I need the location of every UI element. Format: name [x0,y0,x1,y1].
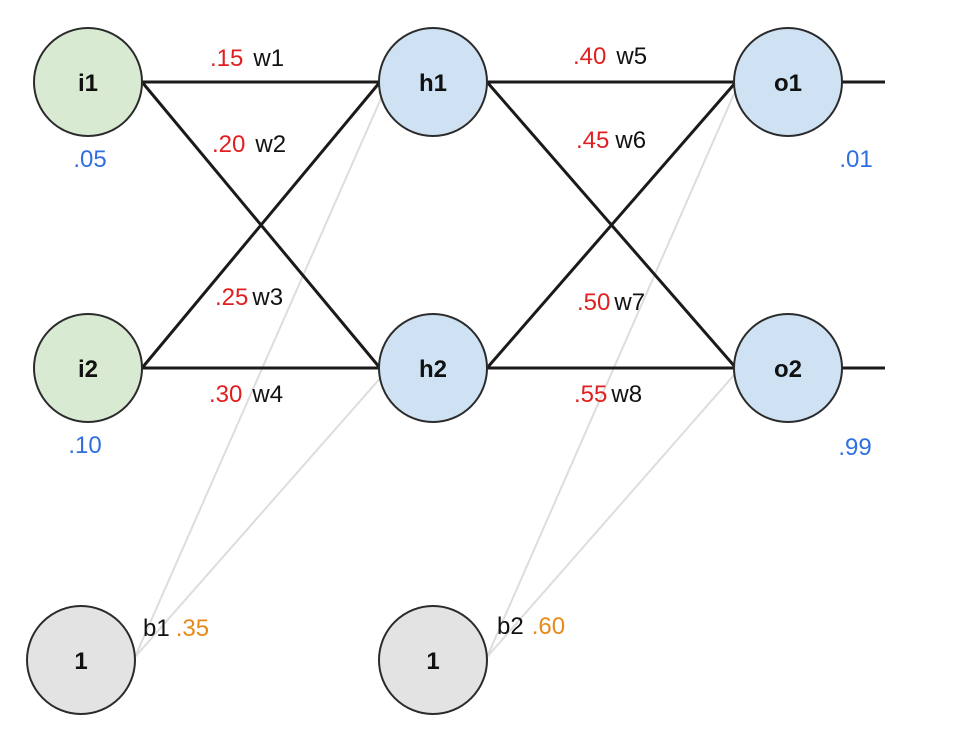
node-b2: 1 [378,605,488,715]
weight-name-w4: w4 [251,381,283,408]
node-b1: 1 [26,605,136,715]
weight-value-w1: .15 [210,45,243,72]
node-b2-circle [378,605,488,715]
node-h1-label: h1 [419,70,447,97]
node-b1-circle [26,605,136,715]
node-h1: h1 [378,27,488,137]
bias-value-b2: .60 [532,613,565,640]
weight-label-w5: .40 w5 [573,43,647,70]
bias-name-b2: b2 [497,613,524,640]
node-h1-circle [378,27,488,137]
edge-i2-h1 [140,81,382,369]
weight-value-w2: .20 [212,131,245,158]
bias-label-b2: b2 .60 [497,613,565,640]
weight-value-w8: .55 [574,381,607,408]
edge-b2-o1 [486,93,735,658]
weight-name-w8: w8 [610,381,642,408]
edge-b2-o2 [486,374,735,658]
node-h2: h2 [378,313,488,423]
node-b1-label: 1 [74,648,87,675]
weight-name-w3: w3 [251,284,283,311]
weight-value-w6: .45 [576,127,609,154]
weight-name-w7: w7 [613,289,645,316]
node-i2-circle [33,313,143,423]
weight-label-w4: .30 w4 [209,381,283,408]
weight-value-w5: .40 [573,43,606,70]
node-o1-circle [733,27,843,137]
edge-b1-h2 [134,374,384,658]
node-o2: o2 [733,313,843,423]
node-i1: i1 [33,27,143,137]
weight-value-w7: .50 [577,289,610,316]
weight-name-w1: w1 [252,45,284,72]
bias-value-b1: .35 [176,615,209,642]
weight-name-w5: w5 [615,43,647,70]
weight-label-w2: .20 w2 [212,131,286,158]
edge-h2-o1 [485,81,738,369]
node-i2: i2 [33,313,143,423]
weight-connections [140,80,885,370]
node-o2-label: o2 [774,356,802,383]
node-h2-label: h2 [419,356,447,383]
node-o1: o1 [733,27,843,137]
edge-b1-h1 [134,93,384,658]
bias-label-b1: b1.35 [143,615,209,642]
bias-connections [134,93,735,658]
node-i1-label: i1 [78,70,98,97]
weight-value-w3: .25 [215,284,248,311]
input-value-i2: .10 [68,432,101,459]
weight-name-w2: w2 [254,131,286,158]
node-b2-label: 1 [426,648,439,675]
node-o2-circle [733,313,843,423]
node-o1-label: o1 [774,70,802,97]
node-i2-label: i2 [78,356,98,383]
weight-value-w4: .30 [209,381,242,408]
weight-name-w6: w6 [614,127,646,154]
weight-label-w1: .15 w1 [210,45,284,72]
bias-name-b1: b1 [143,615,170,642]
target-value-o2: .99 [838,434,871,461]
node-i1-circle [33,27,143,137]
node-h2-circle [378,313,488,423]
input-value-i1: .05 [73,146,106,173]
target-value-o1: .01 [839,146,872,173]
